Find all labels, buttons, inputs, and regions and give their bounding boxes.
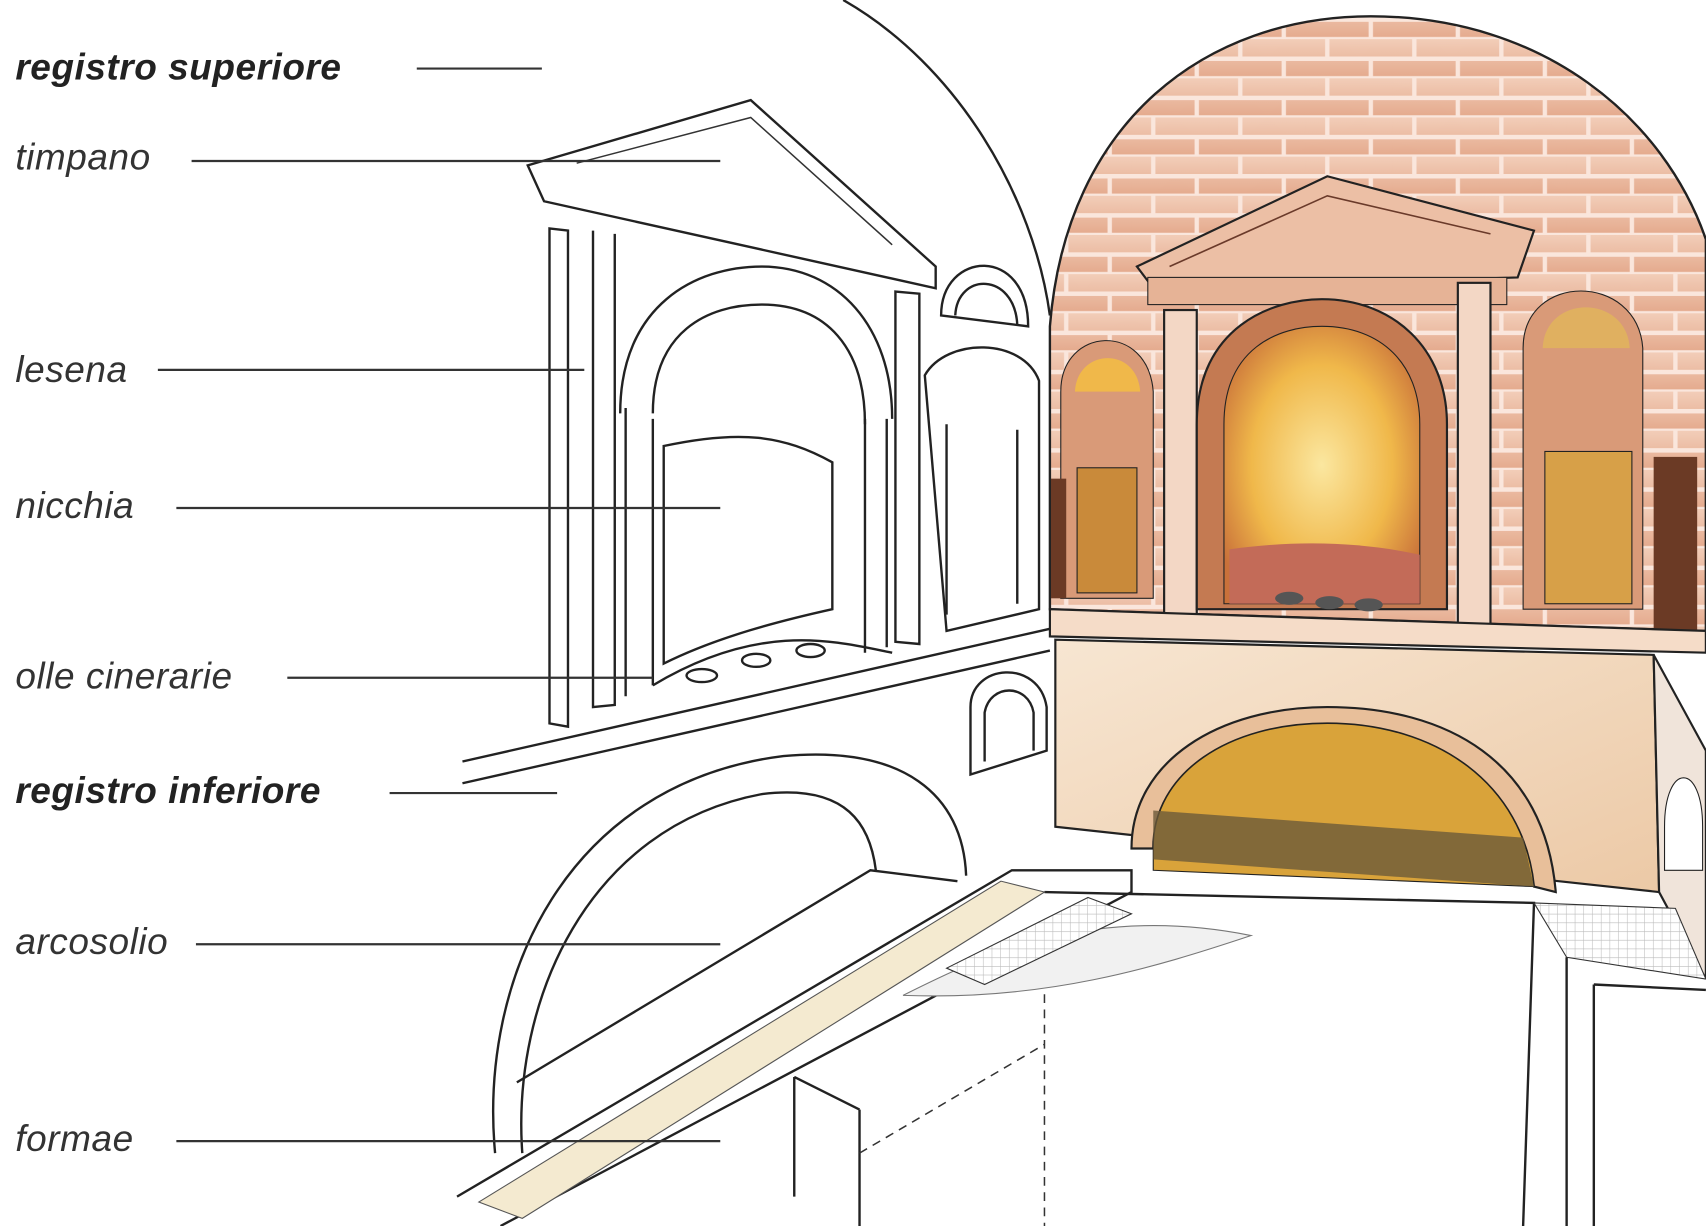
left-wall-outline — [456, 0, 1706, 1226]
label-registro-inferiore: registro inferiore — [15, 770, 321, 811]
label-registro-superiore: registro superiore — [15, 46, 341, 87]
label-timpano: timpano — [15, 137, 150, 178]
label-olle-cinerarie: olle cinerarie — [15, 656, 232, 697]
label-nicchia: nicchia — [15, 485, 134, 526]
label-arcosolio: arcosolio — [15, 921, 168, 962]
label-lesena: lesena — [15, 349, 127, 390]
label-formae: formae — [15, 1118, 133, 1159]
labels: registro superiore timpano lesena nicchi… — [15, 46, 721, 1159]
right-wall-colored — [1048, 15, 1706, 980]
